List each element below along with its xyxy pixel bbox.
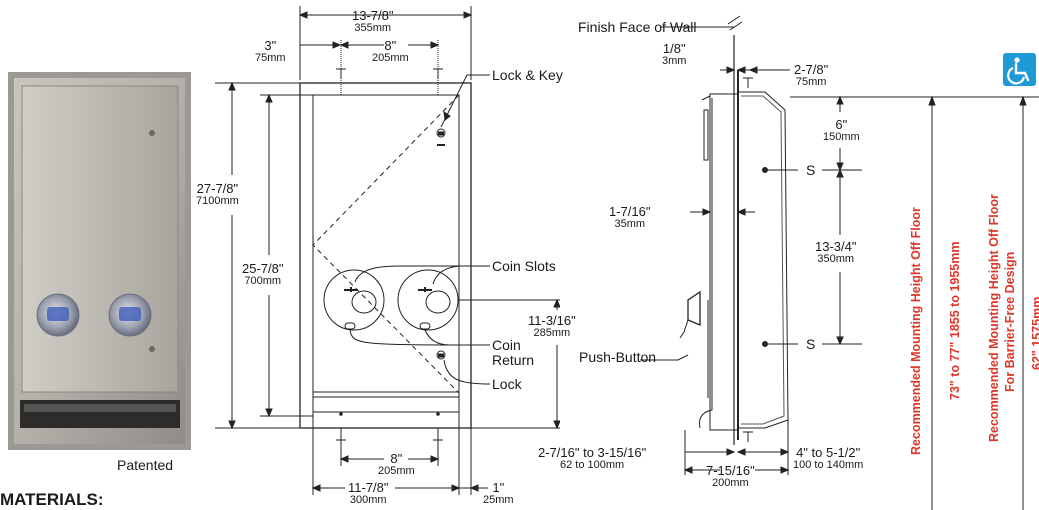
dim-left-offset: 3" 75mm — [255, 39, 286, 64]
callout-coin-return-line2: Return — [492, 351, 535, 368]
dim-depth-top: 2-7/8" 75mm — [794, 63, 828, 88]
mounting-barrier-title-1: Recommended Mounting Height Off Floor — [987, 194, 1001, 442]
dim-s-spacing-mm: 350mm — [817, 253, 855, 265]
dim-overall-depth-mm: 200mm — [712, 477, 749, 489]
callout-coin-return: Coin Return — [492, 338, 534, 367]
screw-marker-bottom: S — [806, 336, 816, 352]
dim-s-spacing: 13-3/4" 350mm — [815, 240, 856, 265]
dim-s-spacing-in: 13-3/4" — [815, 239, 857, 254]
dim-overall-depth: 7-15/16" 200mm — [706, 464, 755, 489]
dim-lock-spacing-mm: 205mm — [372, 52, 409, 64]
materials-heading: MATERIALS: — [0, 490, 104, 509]
dim-width-total: 13-7/8" 355mm — [352, 9, 393, 34]
dim-bottom-spacing: 8" 205mm — [378, 452, 415, 477]
dim-projection-mm: 35mm — [614, 218, 646, 230]
mounting-barrier-title-2: For Barrier-Free Design — [1003, 251, 1017, 392]
dim-height-total-in: 27-7/8" — [196, 181, 239, 196]
side-view-drawing — [640, 15, 880, 475]
dim-bottom-spacing-in: 8" — [390, 451, 403, 466]
dim-coin-height-in: 11-3/16" — [528, 313, 576, 328]
dim-height-total: 27-7/8" 7100mm — [196, 182, 239, 207]
dim-height-total-mm: 7100mm — [196, 195, 239, 207]
dim-wall-depth: 2-7/16" to 3-15/16" 62 to 100mm — [538, 446, 646, 471]
callout-coin-return-line1: Coin — [492, 337, 521, 353]
dim-lock-spacing: 8" 205mm — [372, 39, 409, 64]
dim-wall-gap-mm: 3mm — [662, 55, 687, 67]
dim-projection: 1-7/16" 35mm — [609, 205, 650, 230]
dim-height-inner-in: 25-7/8" — [242, 261, 284, 276]
dim-height-inner-mm: 700mm — [244, 275, 282, 287]
dim-coin-height-mm: 285mm — [533, 327, 571, 339]
photo-caption: Patented — [117, 457, 174, 473]
dim-recess-in: 4" to 5-1/2" — [796, 445, 861, 460]
dim-projection-in: 1-7/16" — [609, 204, 651, 219]
product-photo — [8, 72, 191, 450]
dim-depth-top-mm: 75mm — [795, 76, 827, 88]
mounting-standard-title: Recommended Mounting Height Off Floor — [909, 207, 923, 455]
label-finish-face: Finish Face of Wall — [578, 19, 697, 35]
front-view-drawing — [215, 6, 560, 495]
dim-depth-top-in: 2-7/8" — [794, 62, 829, 77]
callout-coin-slots: Coin Slots — [492, 258, 556, 274]
dim-lock-spacing-in: 8" — [384, 38, 397, 53]
dim-wall-gap: 1/8" 3mm — [662, 42, 686, 67]
dim-bottom-spacing-mm: 205mm — [378, 465, 415, 477]
dim-width-total-mm: 355mm — [354, 22, 392, 34]
mounting-barrier-range: 62" 1575mm — [1030, 296, 1039, 370]
dim-coin-height: 11-3/16" 285mm — [528, 314, 576, 339]
mounting-height-lines — [880, 95, 1039, 510]
dim-recess: 4" to 5-1/2" 100 to 140mm — [793, 446, 863, 471]
dim-width-inner-mm: 300mm — [349, 494, 387, 506]
dim-flange: 1" 25mm — [483, 481, 514, 506]
screw-marker-top: S — [806, 162, 816, 178]
dim-overall-depth-in: 7-15/16" — [706, 463, 755, 478]
callout-lock-key: Lock & Key — [492, 67, 563, 83]
dim-flange-mm: 25mm — [483, 494, 514, 506]
dim-top-s: 6" 150mm — [823, 118, 860, 143]
dim-wall-gap-in: 1/8" — [662, 41, 686, 56]
dim-top-s-in: 6" — [835, 117, 848, 132]
mounting-standard-range: 73" to 77" 1855 to 1955mm — [948, 241, 962, 400]
callout-lock: Lock — [492, 376, 522, 392]
dim-left-offset-in: 3" — [264, 38, 277, 53]
dim-width-inner: 11-7/8" 300mm — [348, 481, 389, 506]
wheelchair-accessible-icon — [1003, 53, 1036, 86]
dim-wall-depth-in: 2-7/16" to 3-15/16" — [538, 445, 647, 460]
callout-push-button: Push-Button — [579, 349, 657, 365]
dim-flange-in: 1" — [492, 480, 505, 495]
dim-top-s-mm: 150mm — [823, 131, 860, 143]
dim-wall-depth-mm: 62 to 100mm — [560, 459, 625, 471]
dim-left-offset-mm: 75mm — [255, 52, 286, 64]
dim-width-inner-in: 11-7/8" — [348, 480, 389, 495]
dim-recess-mm: 100 to 140mm — [793, 459, 864, 471]
dim-width-total-in: 13-7/8" — [352, 8, 394, 23]
dim-height-inner: 25-7/8" 700mm — [242, 261, 284, 287]
